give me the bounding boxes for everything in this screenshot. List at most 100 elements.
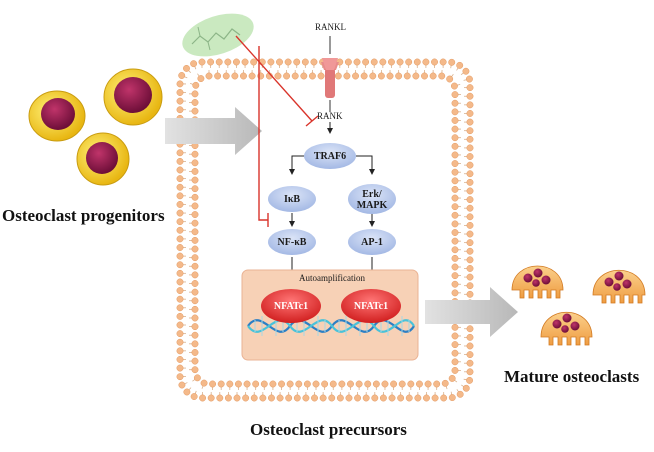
lipid-head (278, 380, 285, 388)
lipid-head (451, 323, 459, 331)
lipid-head (451, 349, 459, 357)
lipid-head (176, 373, 184, 381)
lipid-head (451, 341, 459, 349)
lipid-head (388, 394, 396, 402)
rank-label: RANK (317, 111, 343, 121)
lipid-head (451, 246, 459, 254)
lipid-head (199, 394, 207, 402)
lipid-head (377, 72, 385, 80)
lipid-head (448, 394, 456, 402)
lipid-head (283, 72, 291, 80)
lipid-head (234, 380, 242, 388)
lipid-head (451, 220, 459, 228)
lipid-head (232, 58, 240, 66)
lipid-head (176, 175, 184, 183)
lipid-head (176, 235, 184, 243)
progenitor-to-precursor-arrow (165, 107, 262, 155)
lipid-head (466, 376, 474, 384)
lipid-head (191, 314, 199, 322)
lipid-head (191, 357, 199, 365)
precursor-to-mature-arrow (425, 287, 518, 337)
lipid-head (248, 72, 256, 80)
lipid-head (193, 374, 201, 382)
lipid-head (446, 75, 454, 83)
progenitor-cell (103, 68, 163, 126)
lipid-head (176, 201, 184, 208)
lipid-head (293, 58, 301, 66)
lipid-head (466, 213, 474, 221)
lipid-head (352, 72, 359, 80)
lipid-head (243, 380, 251, 388)
lipid-head (451, 185, 459, 193)
lipid-head (176, 304, 184, 312)
lipid-head (451, 108, 459, 116)
ikb-label: IκB (283, 193, 301, 205)
lipid-head (466, 178, 474, 186)
lipid-head (466, 135, 474, 143)
mature-osteoclast (511, 265, 564, 299)
lipid-head (439, 58, 447, 66)
lipid-head (451, 272, 459, 280)
lipid-head (403, 72, 411, 80)
lipid-head (191, 90, 199, 98)
lipid-head (466, 92, 474, 100)
lipid-head (360, 72, 368, 80)
lipid-head (176, 338, 184, 346)
traf6-label: TRAF6 (313, 150, 347, 162)
lipid-head (301, 58, 309, 66)
lipid-head (178, 381, 186, 389)
lipid-head (241, 58, 249, 66)
lipid-head (267, 58, 275, 66)
lipid-head (207, 58, 215, 66)
lipid-head (345, 394, 353, 402)
lipid-head (466, 325, 474, 333)
lipid-head (191, 323, 199, 331)
lipid-head (176, 347, 184, 355)
lipid-head (379, 394, 387, 402)
lipid-head (466, 127, 474, 135)
lipid-head (250, 394, 258, 402)
lipid-head (191, 254, 199, 262)
lipid-head (291, 72, 299, 80)
lipid-head (176, 166, 184, 174)
lipid-head (451, 160, 459, 168)
erk-mapk-node (348, 184, 396, 214)
lipid-head (191, 185, 199, 193)
lipid-head (191, 262, 199, 270)
ikb-node (268, 186, 316, 212)
lipid-head (224, 58, 232, 66)
lipid-head (431, 394, 439, 402)
lipid-head (353, 58, 361, 66)
autoamplification-label: Autoamplification (299, 273, 365, 283)
lipid-head (317, 72, 325, 80)
lipid-head (176, 321, 184, 329)
lipid-head (176, 261, 184, 269)
lipid-head (369, 72, 377, 80)
lipid-head (190, 393, 198, 400)
lipid-head (451, 366, 459, 374)
lipid-head (197, 75, 205, 83)
lipid-head (334, 72, 342, 80)
lipid-head (191, 340, 199, 348)
lipid-head (396, 58, 404, 66)
lipid-head (466, 230, 474, 238)
lipid-head (209, 380, 217, 388)
lipid-head (191, 280, 199, 287)
lipid-head (217, 380, 225, 388)
lipid-head (413, 58, 421, 66)
lipid-head (362, 394, 370, 402)
lipid-head (451, 134, 459, 142)
lipid-head (338, 380, 346, 388)
lipid-head (450, 82, 458, 90)
lipid-head (191, 167, 199, 175)
precursors-label: Osteoclast precursors (250, 420, 407, 439)
lipid-head (191, 297, 199, 305)
lipid-head (176, 312, 184, 320)
lipid-head (451, 237, 459, 245)
lipid-head (176, 89, 184, 96)
lipid-head (451, 229, 459, 236)
lipid-head (466, 239, 474, 247)
lipid-head (412, 72, 420, 80)
lipid-head (466, 187, 474, 195)
lipid-head (191, 245, 199, 253)
